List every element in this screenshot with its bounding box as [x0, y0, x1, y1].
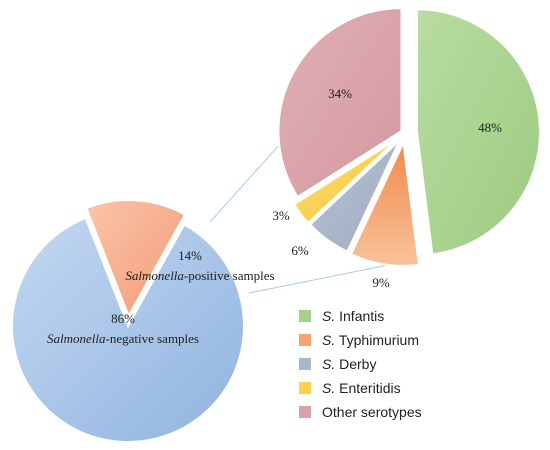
- slice-salmonella-negative: [11, 216, 245, 443]
- legend-label-other: Other serotypes: [322, 404, 422, 420]
- typhimurium-pct-label: 9%: [372, 275, 390, 290]
- legend: S. Infantis S. Typhimurium S. Derby S. E…: [299, 308, 422, 420]
- other-pct-label: 34%: [328, 86, 352, 101]
- derby-pct-label: 6%: [291, 243, 309, 258]
- connector-line-bottom: [248, 263, 394, 294]
- legend-label-enteritidis: S. Enteritidis: [322, 380, 401, 396]
- legend-label-typhimurium: S. Typhimurium: [322, 332, 419, 348]
- slice-infantis: [415, 8, 541, 256]
- legend-swatch-typhimurium: [299, 334, 311, 346]
- enteritidis-pct-label: 3%: [272, 208, 290, 223]
- legend-swatch-derby: [299, 358, 311, 370]
- legend-label-derby: S. Derby: [322, 356, 376, 372]
- slice-salmonella-positive: [85, 199, 187, 319]
- positive-name-label: Salmonella-positive samples: [125, 268, 274, 283]
- slice-enteritidis: [292, 137, 399, 225]
- slice-other-serotypes: [277, 7, 403, 199]
- legend-swatch-enteritidis: [299, 382, 311, 394]
- legend-label-infantis: S. Infantis: [322, 308, 384, 324]
- slice-typhimurium: [349, 139, 420, 267]
- main-pie: [11, 199, 245, 443]
- positive-pct-label: 14%: [178, 248, 202, 263]
- negative-name-label: Salmonella-negative samples: [47, 331, 199, 346]
- serotype-pie: [277, 7, 541, 267]
- legend-swatch-other: [299, 406, 311, 418]
- infantis-pct-label: 48%: [478, 120, 502, 135]
- slice-derby: [308, 139, 401, 253]
- legend-swatch-infantis: [299, 310, 311, 322]
- negative-pct-label: 86%: [111, 311, 135, 326]
